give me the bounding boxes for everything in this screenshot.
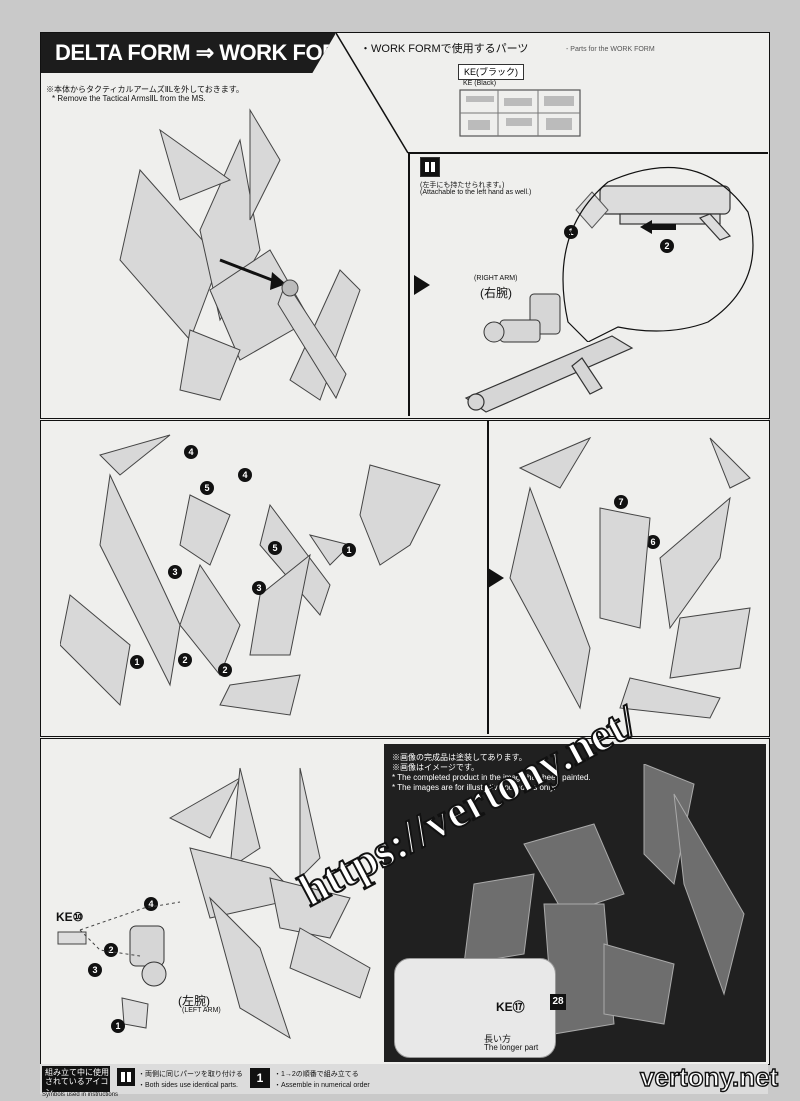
small-part-illustration <box>575 191 609 229</box>
right-arm-label-en: (RIGHT ARM) <box>474 275 518 282</box>
panel2-divider <box>487 421 489 734</box>
next-arrow-icon <box>414 275 430 295</box>
ms-unfolding-illustration <box>60 434 441 716</box>
p2-step-2a: 2 <box>178 650 192 668</box>
remove-note-en: * Remove the Tactical ArmsⅡL from the MS… <box>52 94 206 103</box>
insert-arrow-icon <box>640 220 676 234</box>
p3-step-3: 3 <box>88 960 102 978</box>
tactical-arms-removed-illustration <box>277 279 347 400</box>
symbols-footer <box>40 1064 768 1094</box>
parts-section-title: ・WORK FORMで使用するパーツ <box>360 43 529 55</box>
runner-label-jp: KE(ブラック) <box>458 64 524 80</box>
attach-note-jp: (左手にも持たせられます。) <box>420 182 505 189</box>
numerical-order-en: ・Assemble in numerical order <box>274 1082 370 1089</box>
part-ke10-illustration <box>57 931 87 945</box>
left-arm-label-jp: (左腕) <box>178 994 210 1008</box>
assembly-dashed-lines <box>79 901 181 957</box>
p2-step-5b: 5 <box>268 538 282 556</box>
part-ke17-label: KE⑰ <box>496 1000 525 1014</box>
both-sides-jp: ・両側に同じパーツを取り付ける <box>138 1071 243 1078</box>
callout-bubble-outline <box>562 166 754 342</box>
right-arm-holding-weapon-illustration <box>464 335 634 413</box>
p2-step-4a: 4 <box>184 442 198 460</box>
photo-note-en2: * The images are for illustrative purpos… <box>392 783 556 792</box>
attach-note-en: (Attachable to the left hand as well.) <box>420 189 532 196</box>
p2-step-6: 6 <box>646 532 660 550</box>
photo-note-jp2: ※画像はイメージです。 <box>392 763 480 772</box>
p2-step-2b: 2 <box>218 660 232 678</box>
p2-step-1: 1 <box>130 652 144 670</box>
panel1-divider <box>408 152 410 416</box>
p2-step-4b: 4 <box>238 465 252 483</box>
part-28-badge: 28 <box>550 994 566 1010</box>
runner-label-en: KE (Black) <box>463 80 497 87</box>
p3-step-1: 1 <box>111 1016 125 1034</box>
p3-step-2: 2 <box>104 940 118 958</box>
small-armor-part-illustration <box>121 997 149 1029</box>
panel1-corner-edge <box>336 33 409 154</box>
next-arrow-icon-2 <box>488 568 504 588</box>
ms-work-form-partial-illustration <box>509 436 751 719</box>
p3-step-4: 4 <box>144 894 158 912</box>
p2-step-5a: 5 <box>200 478 214 496</box>
completed-product-photo: ※画像の完成品は塗装してあります。 ※画像はイメージです。 * The comp… <box>384 744 766 1062</box>
right-arm-illustration <box>483 293 561 343</box>
part-ke10-label: KE⑩ <box>56 910 84 924</box>
p2-step-1-right: 1 <box>342 540 356 558</box>
p2-step-3b: 3 <box>252 578 266 596</box>
both-sides-icon <box>420 157 440 177</box>
numerical-order-jp: ・1→2の順番で組み立てる <box>274 1071 359 1078</box>
parts-section-subtitle: - Parts for the WORK FORM <box>566 46 655 53</box>
ms-with-tactical-arms-illustration <box>119 108 361 401</box>
step-2-marker: 2 <box>660 236 674 254</box>
left-arm-label-en: (LEFT ARM) <box>182 1007 221 1014</box>
right-arm-label-jp: (右腕) <box>480 286 512 300</box>
ms-work-form-left-illustration <box>168 767 371 1040</box>
remove-note-jp: ※本体からタクティカルアームズⅡLを外しておきます。 <box>46 85 244 94</box>
panel1-top-divider <box>408 152 768 154</box>
page-title: DELTA FORM ⇒ WORK FORM <box>41 33 336 73</box>
runner-ke-diagram <box>459 89 581 137</box>
watermark-site: vertony.net <box>639 1061 779 1092</box>
longer-part-en: The longer part <box>484 1043 539 1052</box>
symbols-tag-en: Symbols used in instructions <box>42 1092 119 1098</box>
p2-step-3a: 3 <box>168 562 182 580</box>
longer-part-jp: 長い方 <box>484 1034 512 1044</box>
p2-step-7: 7 <box>614 492 628 510</box>
photo-note-jp1: ※画像の完成品は塗装してあります。 <box>392 753 527 762</box>
both-sides-en: ・Both sides use identical parts. <box>138 1082 238 1089</box>
symbols-tag: 組み立て中に使用 されているアイコン <box>42 1066 110 1097</box>
both-sides-symbol-icon <box>117 1068 135 1086</box>
numerical-order-icon: 1 <box>250 1068 270 1088</box>
tactical-arms-sword-illustration <box>599 185 732 241</box>
photo-note-en1: * The completed product in the image has… <box>392 773 591 782</box>
